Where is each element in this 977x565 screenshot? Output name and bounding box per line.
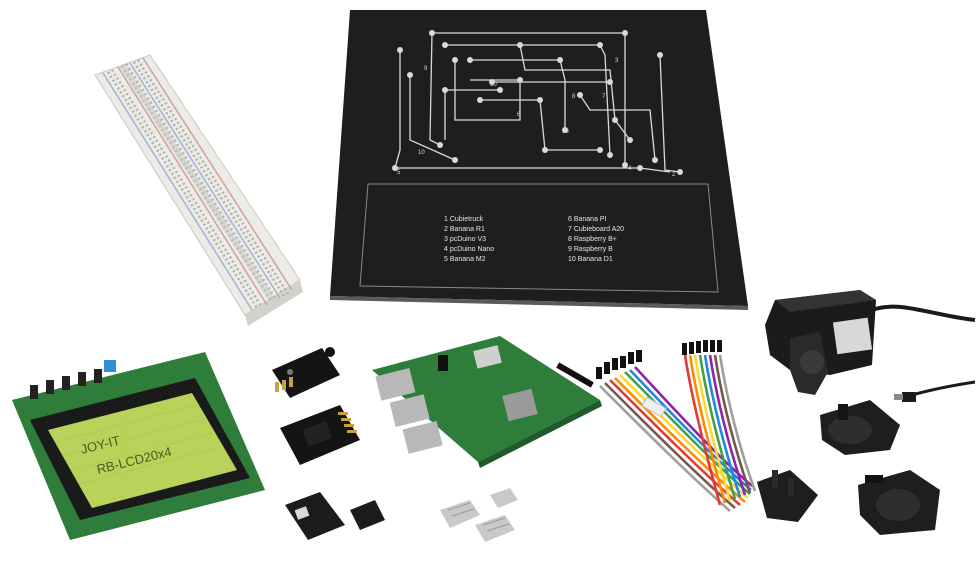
- hole-number: 4: [628, 166, 632, 172]
- jumper-wires: [599, 354, 757, 512]
- legend-entry: 10 Banana D1: [568, 256, 613, 263]
- legend-entry: 2 Banana R1: [444, 226, 485, 233]
- plug-adapter-eu: [858, 470, 940, 535]
- hole-number: 5: [397, 170, 401, 176]
- legend-box: [359, 183, 719, 293]
- adapter-cable: [871, 304, 976, 322]
- hole-number: 10: [562, 129, 569, 135]
- panel-holes: [392, 30, 683, 175]
- breadboard: [94, 54, 303, 326]
- legend-entry: 7 Cubieboard A20: [568, 226, 624, 233]
- legend-entry: 8 Raspberry B+: [568, 236, 617, 243]
- wire-tag: [641, 396, 667, 418]
- legend-entry: 4 pcDuino Nano: [444, 246, 494, 253]
- legend-left: 1 Cubietruck 2 Banana R1 3 pcDuino V3 4 …: [444, 216, 494, 263]
- hole-number: 10: [490, 82, 497, 88]
- legend-entry: 9 Raspberry B: [568, 246, 613, 253]
- plug-adapter-us: [757, 470, 818, 522]
- jumper-connectors: [596, 340, 722, 379]
- hole-number: 7: [602, 94, 606, 100]
- legend-entry: 5 Banana M2: [444, 256, 486, 263]
- soc-chip: [502, 388, 538, 422]
- plug-adapter-uk: [820, 400, 900, 455]
- potentiometer: [104, 360, 116, 372]
- rtc-module: [280, 405, 360, 465]
- hole-number: 9: [424, 66, 428, 72]
- power-adapter: [765, 290, 976, 402]
- micro-usb-plug: [902, 392, 916, 402]
- legend-entry: 3 pcDuino V3: [444, 236, 486, 243]
- legend-right: 6 Banana PI 7 Cubieboard A20 8 Raspberry…: [568, 216, 624, 263]
- hole-number: 10: [418, 150, 425, 156]
- legend-entry: 1 Cubietruck: [444, 216, 484, 223]
- microsd-card: [350, 500, 385, 530]
- legend-entry: 6 Banana PI: [568, 216, 607, 223]
- board-mounting-panel: 2 3 4 5 6 7 8 9 10 10 10 1 Cubietruck 2 …: [330, 10, 748, 310]
- hdmi-port: [473, 345, 502, 369]
- usb-port: [375, 368, 416, 401]
- hole-number: 6: [517, 112, 521, 118]
- sd-card-adapter: [285, 492, 345, 540]
- panel-traces: [394, 32, 681, 173]
- lcd-display-module: JOY-IT RB-LCD20x4: [12, 352, 265, 540]
- ethernet-port: [402, 421, 443, 454]
- ir-receiver-module: [272, 347, 340, 398]
- hole-number: 3: [615, 58, 619, 64]
- adapter-label: [832, 317, 873, 355]
- raspberry-pi-board: [372, 336, 602, 468]
- hole-number: 8: [572, 94, 576, 100]
- heatsinks: [440, 488, 518, 542]
- hole-number: 2: [672, 172, 676, 178]
- usb-port: [389, 394, 430, 427]
